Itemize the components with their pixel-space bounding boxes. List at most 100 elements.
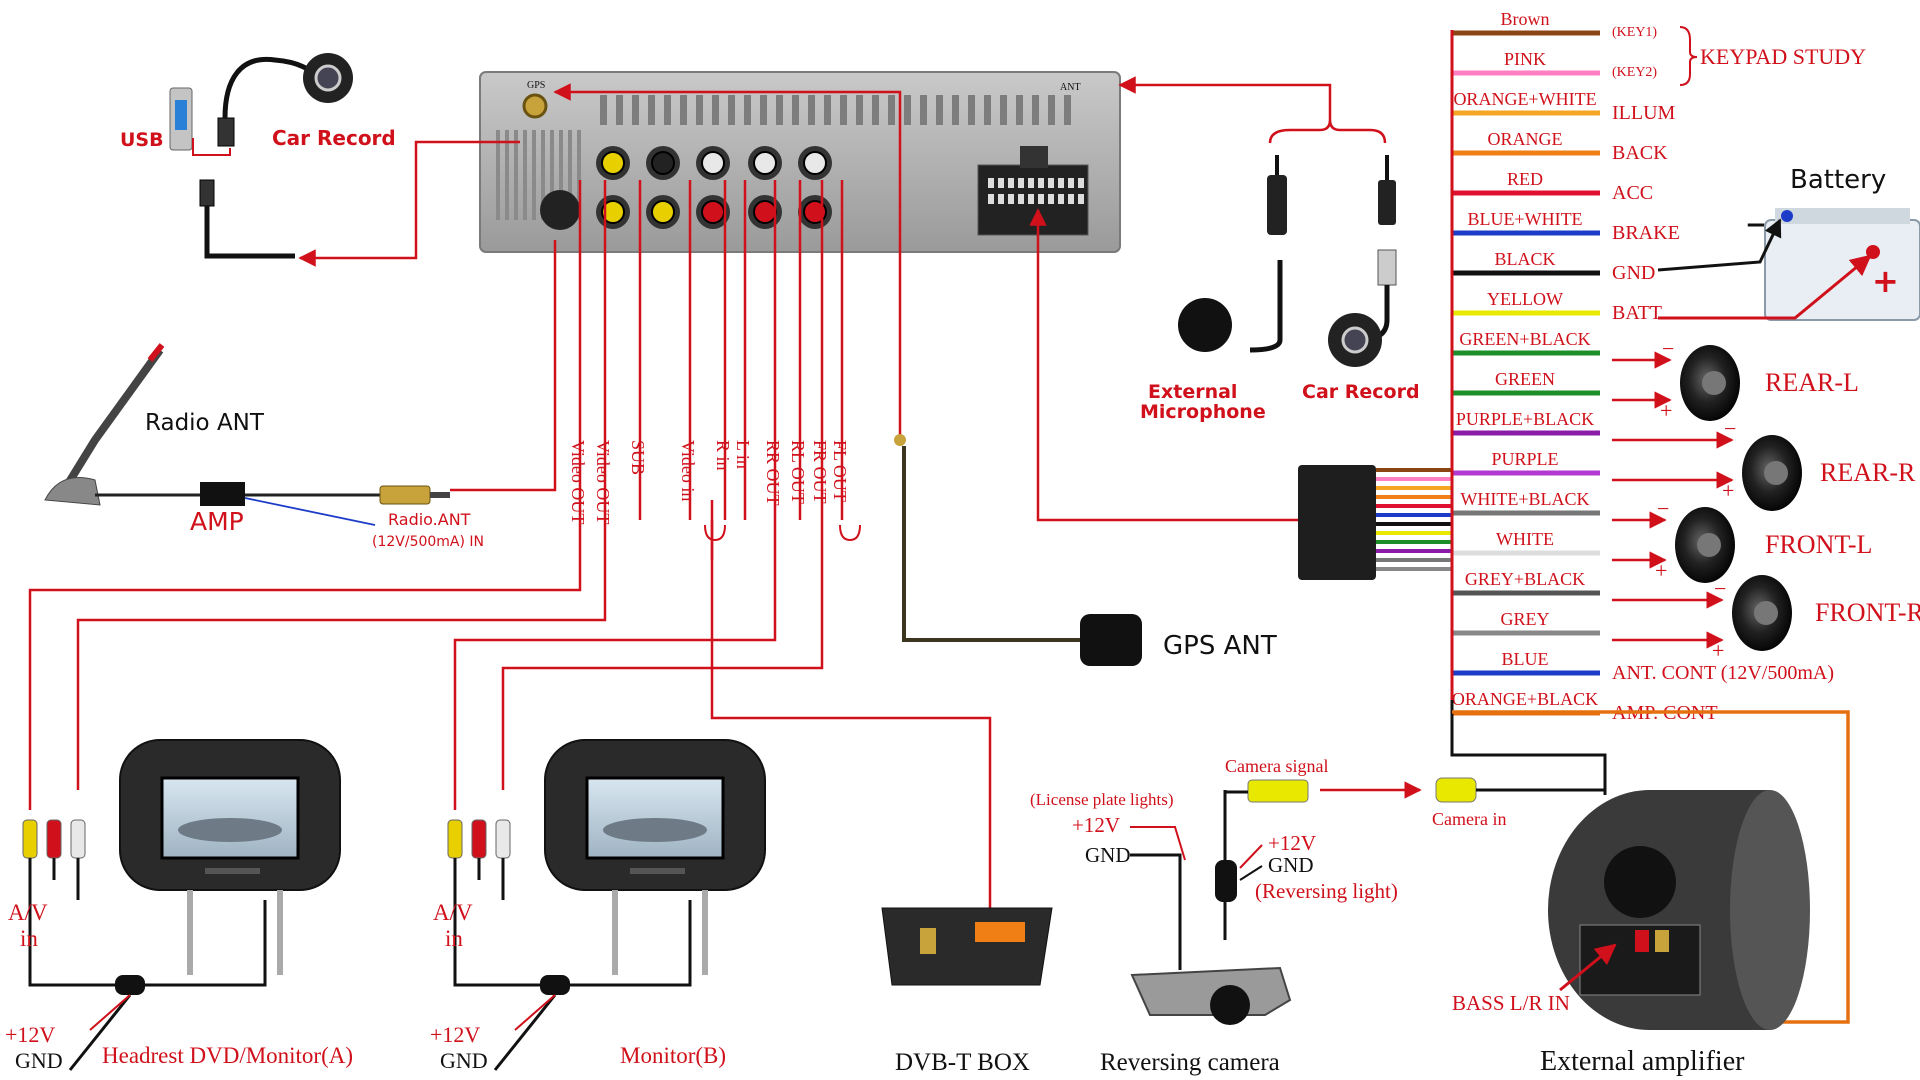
iso-pin [1068, 178, 1074, 188]
heat-fins [496, 95, 1071, 220]
monitor-label: Monitor(B) [620, 1043, 726, 1068]
rca-output-label: FL OUT [830, 440, 850, 502]
heat-fin [712, 95, 719, 125]
harness-wire-name: RED [1507, 169, 1543, 189]
speaker-plus-sign: + [1660, 398, 1672, 423]
rca-jack-ring [601, 151, 625, 175]
usb-label: USB [120, 129, 164, 151]
av-rca-plug-icon [495, 819, 511, 859]
harness-wire-function: (KEY2) [1612, 65, 1657, 80]
battery-label: Battery [1790, 165, 1886, 195]
radio-ant-label: Radio ANT [145, 410, 265, 436]
monitor-screen [585, 776, 725, 860]
heat-fin [505, 130, 509, 220]
rca-jack-ring [803, 200, 827, 224]
heat-fin [559, 130, 563, 220]
amp-box-icon [200, 482, 245, 506]
speaker-minus-sign: − [1657, 496, 1669, 521]
mic-jack-icon [1267, 175, 1287, 235]
gnd-lead [493, 994, 557, 1071]
harness-wire-name: PURPLE [1491, 449, 1558, 469]
camera-in-rca-icon [1435, 777, 1477, 803]
fl-out-bracket [839, 524, 861, 542]
heat-fin [840, 95, 847, 125]
power-cable [453, 880, 540, 987]
heat-fin [984, 95, 991, 125]
iso-pin [1058, 178, 1064, 188]
heat-fin [1000, 95, 1007, 125]
speaker-plus-sign: + [1722, 478, 1734, 503]
speaker-minus-sign: − [1662, 336, 1674, 361]
speaker-plus-sign: + [1655, 558, 1667, 583]
speaker-label: REAR-R [1820, 458, 1916, 487]
monitor-gnd-label: GND [440, 1048, 488, 1073]
heat-fin [1032, 95, 1039, 125]
rca-output-label: Video OUT [593, 440, 613, 524]
harness-wire-function: BACK [1612, 142, 1668, 164]
reversing-camera-icon [1130, 966, 1292, 1016]
heat-fin [600, 95, 607, 125]
external-amplifier-group: BASS L/R IN External amplifier [1452, 710, 1850, 1077]
heat-fin [1016, 95, 1023, 125]
external-microphone-icon [1178, 298, 1232, 352]
camera-gnd-label: GND [1085, 843, 1131, 867]
external-mic-label-2: Microphone [1140, 401, 1266, 423]
harness-wire-name: GREY+BLACK [1465, 569, 1585, 589]
monitor-label: Headrest DVD/Monitor(A) [102, 1043, 353, 1068]
heat-fin [616, 95, 623, 125]
reverse-gnd-label: GND [1268, 853, 1314, 877]
speaker-label: REAR-L [1765, 368, 1859, 397]
power-cable [570, 900, 692, 987]
iso-pin [1078, 178, 1084, 188]
keypad-study-label: KEYPAD STUDY [1700, 44, 1866, 69]
av-rca-plug-icon [70, 819, 86, 859]
harness-wire-function: BATT [1612, 302, 1662, 324]
speaker-cone [1764, 461, 1788, 485]
heat-fin [856, 95, 863, 125]
iso-pin [1008, 194, 1014, 204]
harness-wire-name: GREEN [1495, 369, 1555, 389]
av-rca-plug-icon [46, 819, 62, 859]
av-rca-plug-icon [447, 819, 463, 859]
license-plate-label: (License plate lights) [1030, 790, 1174, 809]
av-route-line [453, 520, 777, 810]
iso-pin [1038, 194, 1044, 204]
iso-pin [998, 194, 1004, 204]
heat-fin [568, 130, 572, 220]
rca-output-label: R in [713, 440, 733, 471]
speaker-label: FRONT-L [1765, 530, 1872, 559]
rca-output-label: RR OUT [763, 440, 783, 506]
heat-fin [920, 95, 927, 125]
disc-slot [630, 868, 685, 874]
heat-fin [824, 95, 831, 125]
speaker-cone [1702, 371, 1726, 395]
harness-wire-name: PINK [1504, 49, 1546, 69]
speaker-minus-sign: − [1714, 576, 1726, 601]
rca-jack-ring [753, 151, 777, 175]
ant-port-label: ANT [1060, 82, 1081, 93]
heat-fin [632, 95, 639, 125]
rca-jack-ring [701, 200, 725, 224]
monitor-plus12-label: +12V [430, 1022, 480, 1047]
heat-fin [532, 130, 536, 220]
heat-fin [541, 130, 545, 220]
rca-jack-ring [651, 200, 675, 224]
rca-jack-ring [651, 151, 675, 175]
monitor-gnd-label: GND [15, 1048, 63, 1073]
av-rca-plug-icon [22, 819, 38, 859]
iso-pin [1008, 178, 1014, 188]
heat-fin [550, 130, 554, 220]
harness-wire-name: GREEN+BLACK [1459, 329, 1590, 349]
camera-in-label: Camera in [1432, 809, 1506, 829]
heat-fin [1064, 95, 1071, 125]
mic-and-record-group: External Microphone Car Record [1118, 76, 1420, 423]
battery-minus: − [1745, 210, 1767, 240]
harness-wire-name: YELLOW [1487, 289, 1563, 309]
gps-ant-label: GPS ANT [1163, 631, 1277, 661]
disc-slot [205, 868, 260, 874]
heat-fin [904, 95, 911, 125]
iso-pin [1048, 178, 1054, 188]
